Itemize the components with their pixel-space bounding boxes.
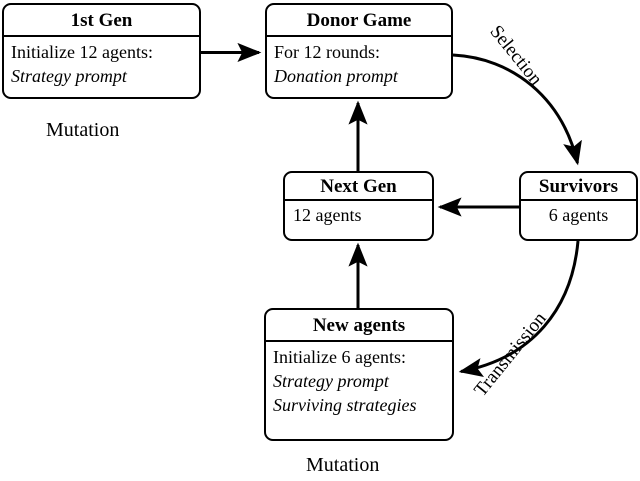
node-survivors: Survivors 6 agents (519, 171, 638, 241)
node-new-agents-line-3: Surviving strategies (273, 394, 417, 415)
node-donor-game-body: For 12 rounds: Donation prompt (267, 37, 451, 94)
node-next-gen-line-1: 12 agents (293, 205, 362, 225)
caption-mutation-bottom: Mutation (306, 454, 380, 476)
node-donor-game: Donor Game For 12 rounds: Donation promp… (265, 3, 453, 99)
node-survivors-title: Survivors (521, 173, 636, 201)
node-new-agents-line-1: Initialize 6 agents: (273, 347, 406, 367)
node-next-gen-title: Next Gen (285, 173, 432, 201)
node-first-gen-line-2: Strategy prompt (11, 65, 127, 86)
node-first-gen-body: Initialize 12 agents: Strategy prompt (4, 37, 199, 94)
node-first-gen-line-1: Initialize 12 agents: (11, 42, 153, 62)
node-survivors-body: 6 agents (521, 201, 636, 232)
caption-mutation-top: Mutation (46, 119, 120, 141)
node-new-agents-title: New agents (266, 310, 452, 342)
node-next-gen-body: 12 agents (285, 201, 432, 232)
node-new-agents-body: Initialize 6 agents: Strategy prompt Sur… (266, 342, 452, 422)
node-donor-game-line-2: Donation prompt (274, 65, 398, 86)
node-first-gen-title: 1st Gen (4, 5, 199, 37)
node-first-gen: 1st Gen Initialize 12 agents: Strategy p… (2, 3, 201, 99)
arrow-donor-game-to-survivors (452, 53, 582, 166)
node-new-agents: New agents Initialize 6 agents: Strategy… (264, 308, 454, 441)
node-survivors-line-1: 6 agents (548, 205, 609, 225)
node-next-gen: Next Gen 12 agents (283, 171, 434, 241)
node-donor-game-line-1: For 12 rounds: (274, 42, 381, 62)
node-new-agents-line-2: Strategy prompt (273, 370, 389, 391)
arrow-survivors-to-new-agents (458, 240, 580, 377)
node-donor-game-title: Donor Game (267, 5, 451, 37)
